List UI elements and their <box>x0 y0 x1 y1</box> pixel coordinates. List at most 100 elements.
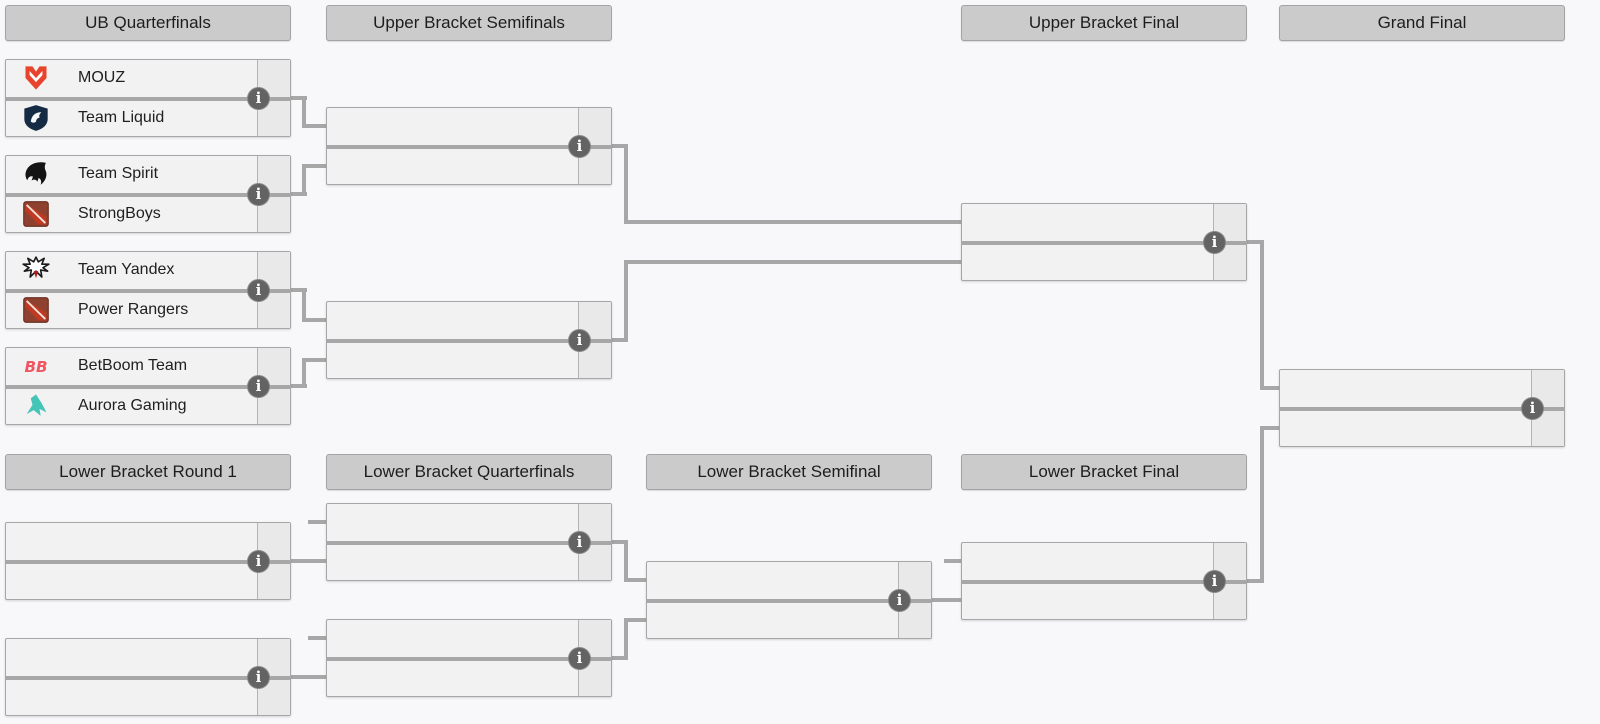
team-row-team-spirit[interactable]: Team Spirit <box>6 156 257 192</box>
header-upper-bracket-final: Upper Bracket Final <box>961 5 1247 41</box>
bracket-connector-line <box>932 598 961 602</box>
info-icon[interactable]: i <box>1203 570 1226 593</box>
match-divider <box>1279 407 1565 411</box>
empty-team-slot <box>962 204 1213 240</box>
team-spirit-logo <box>22 160 50 188</box>
match-lb-qf-2: i <box>326 619 612 697</box>
bracket-connector-line <box>1260 426 1264 583</box>
match-lb-r1-2: i <box>5 638 291 716</box>
team-name: Aurora Gaming <box>78 397 187 414</box>
bracket-connector-line <box>304 124 326 128</box>
match-ub-qf-3: Team Yandex Power Rangers i <box>5 251 291 329</box>
bracket-connector-line <box>302 288 306 322</box>
info-icon[interactable]: i <box>888 589 911 612</box>
info-icon[interactable]: i <box>568 329 591 352</box>
bracket-connector-line <box>1260 240 1264 390</box>
bracket-connector-line <box>302 164 306 196</box>
bracket-connector-line <box>944 559 962 563</box>
bracket-connector-line <box>624 618 628 660</box>
mouz-logo <box>22 64 50 92</box>
match-lb-qf-1: i <box>326 503 612 581</box>
info-icon[interactable]: i <box>247 550 270 573</box>
bracket-connector-line <box>291 288 307 292</box>
match-divider <box>5 193 291 197</box>
empty-team-slot <box>6 639 257 675</box>
bracket-connector-line <box>302 96 306 128</box>
team-name: Team Spirit <box>78 165 159 182</box>
match-divider <box>5 289 291 293</box>
match-divider <box>961 580 1247 584</box>
bracket-connector-line <box>612 338 628 342</box>
empty-team-slot <box>327 504 578 540</box>
match-ub-qf-4: BB BetBoom Team Aurora Gaming i <box>5 347 291 425</box>
empty-team-slot <box>962 543 1213 579</box>
info-icon[interactable]: i <box>568 135 591 158</box>
team-name: StrongBoys <box>78 205 161 222</box>
empty-team-slot <box>962 244 1213 280</box>
empty-team-slot <box>327 108 578 144</box>
info-icon[interactable]: i <box>247 279 270 302</box>
bracket-connector-line <box>612 540 628 544</box>
bracket-connector-line <box>308 636 327 640</box>
empty-team-slot <box>327 148 578 184</box>
bracket-connector-line <box>624 260 628 342</box>
bracket-connector-line <box>626 618 646 622</box>
team-liquid-logo <box>22 104 50 132</box>
team-row-aurora[interactable]: Aurora Gaming <box>6 388 257 424</box>
empty-team-slot <box>327 544 578 580</box>
bracket-connector-line <box>291 559 326 563</box>
bracket-connector-line <box>304 318 326 322</box>
team-row-betboom[interactable]: BB BetBoom Team <box>6 348 257 384</box>
team-row-mouz[interactable]: MOUZ <box>6 60 257 96</box>
empty-team-slot <box>327 620 578 656</box>
bracket-connector-line <box>291 96 307 100</box>
empty-team-slot <box>6 523 257 559</box>
match-divider <box>961 241 1247 245</box>
dota2-default-logo <box>22 296 50 324</box>
empty-team-slot <box>6 679 257 715</box>
header-lower-bracket-round-1: Lower Bracket Round 1 <box>5 454 291 490</box>
info-icon[interactable]: i <box>247 87 270 110</box>
match-divider <box>326 339 612 343</box>
bracket-connector-line <box>612 656 628 660</box>
info-icon[interactable]: i <box>568 531 591 554</box>
bracket-connector-line <box>626 578 646 582</box>
header-ub-quarterfinals: UB Quarterfinals <box>5 5 291 41</box>
team-name: Team Yandex <box>78 261 175 278</box>
empty-team-slot <box>1280 370 1531 406</box>
team-row-power-rangers[interactable]: Power Rangers <box>6 292 257 328</box>
bracket-connector-line <box>304 164 326 168</box>
info-icon[interactable]: i <box>1521 397 1544 420</box>
empty-team-slot <box>647 562 898 598</box>
team-yandex-logo <box>22 256 50 284</box>
team-name: MOUZ <box>78 69 126 86</box>
empty-team-slot <box>647 602 898 638</box>
bracket-connector-line <box>626 260 961 264</box>
match-divider <box>326 145 612 149</box>
bracket-connector-line <box>1262 386 1279 390</box>
bracket-connector-line <box>612 144 628 148</box>
bracket-connector-line <box>304 358 326 362</box>
match-divider <box>646 599 932 603</box>
bracket-connector-line <box>624 144 628 224</box>
bracket-connector-line <box>626 220 961 224</box>
header-lower-bracket-semifinal: Lower Bracket Semifinal <box>646 454 932 490</box>
bracket-connector-line <box>1262 426 1279 430</box>
match-lb-final: i <box>961 542 1247 620</box>
team-row-team-liquid[interactable]: Team Liquid <box>6 100 257 136</box>
info-icon[interactable]: i <box>247 666 270 689</box>
info-icon[interactable]: i <box>568 647 591 670</box>
info-icon[interactable]: i <box>247 183 270 206</box>
info-icon[interactable]: i <box>1203 231 1226 254</box>
team-row-team-yandex[interactable]: Team Yandex <box>6 252 257 288</box>
empty-team-slot <box>327 660 578 696</box>
empty-team-slot <box>327 342 578 378</box>
bracket-connector-line <box>1247 579 1263 583</box>
empty-team-slot <box>6 563 257 599</box>
bracket-connector-line <box>291 192 307 196</box>
team-row-strongboys[interactable]: StrongBoys <box>6 196 257 232</box>
empty-team-slot <box>327 302 578 338</box>
info-icon[interactable]: i <box>247 375 270 398</box>
match-divider <box>5 560 291 564</box>
